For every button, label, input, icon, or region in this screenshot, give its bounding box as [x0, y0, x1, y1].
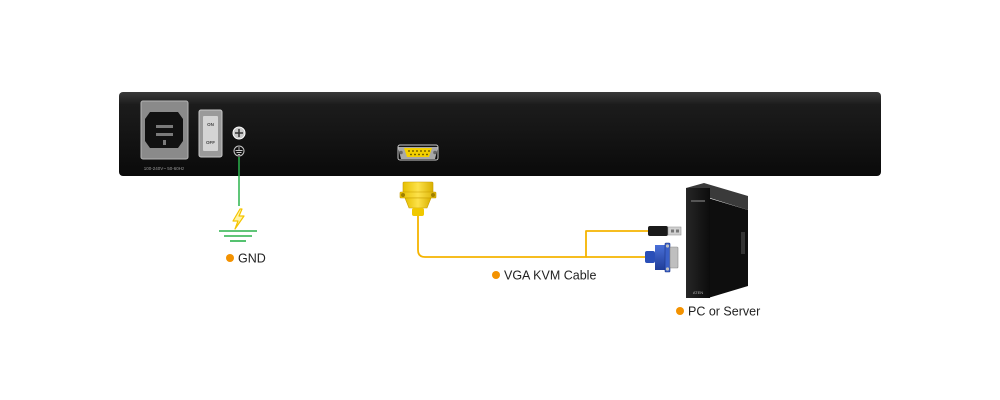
cable-bullet	[492, 271, 500, 279]
vga-plug-blue	[645, 242, 679, 273]
pc-label: PC or Server	[676, 305, 760, 319]
device-chassis	[119, 92, 881, 176]
pc-server: ATEN	[686, 183, 748, 298]
pc-brand-text: ATEN	[693, 290, 703, 295]
pc-bullet	[676, 307, 684, 315]
gnd-label-text: GND	[238, 252, 266, 266]
vga-kvm-cable	[417, 216, 650, 258]
power-inlet-icon	[140, 100, 189, 160]
lightning-icon	[232, 208, 245, 230]
cable-label: VGA KVM Cable	[492, 269, 596, 283]
power-switch[interactable]: ON OFF	[198, 109, 223, 158]
vga-port	[397, 144, 439, 161]
ground-symbol-icon	[233, 145, 245, 157]
switch-off-label: OFF	[206, 140, 215, 145]
pc-front-panel	[686, 188, 710, 298]
vga-plug-yellow	[399, 181, 437, 216]
pc-label-text: PC or Server	[688, 305, 760, 319]
ground-screw-icon	[232, 126, 246, 140]
pc-side-panel	[708, 198, 748, 298]
gnd-bullet	[226, 254, 234, 262]
gnd-label: GND	[226, 252, 266, 266]
cable-label-text: VGA KVM Cable	[504, 269, 596, 283]
kvm-device-rear-panel: 100-240V~ 50-60Hz ON OFF	[119, 92, 881, 176]
usb-plug-icon	[648, 226, 682, 236]
power-rating-text: 100-240V~ 50-60Hz	[144, 166, 185, 171]
earth-ground-icon	[219, 230, 257, 242]
switch-on-label: ON	[207, 122, 214, 127]
ground-connection	[219, 157, 257, 242]
